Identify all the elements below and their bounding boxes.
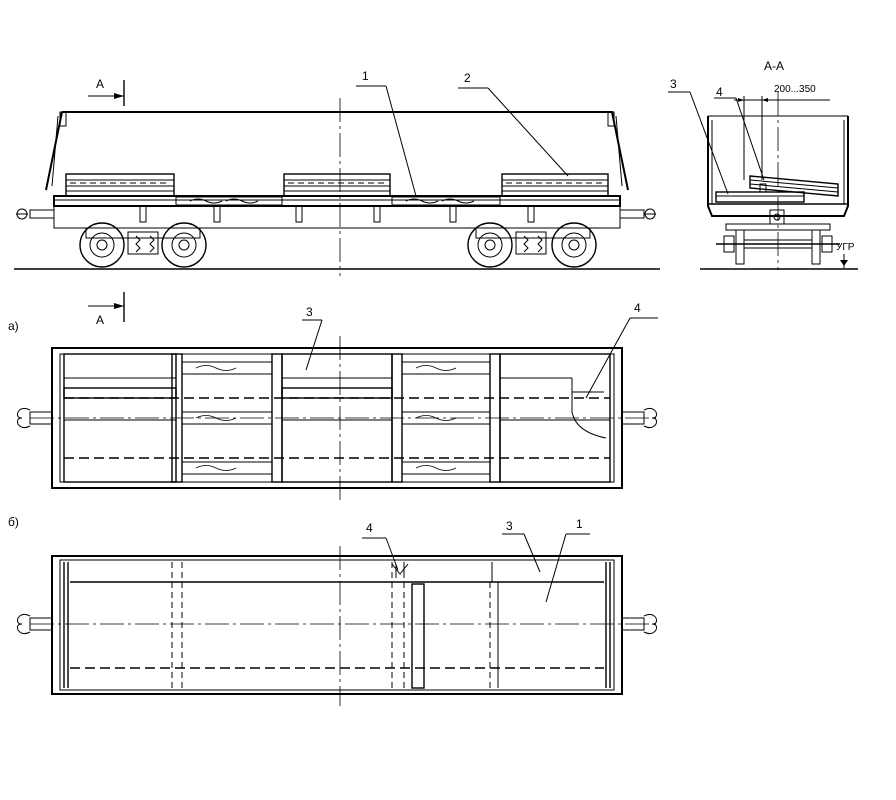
svg-text:1: 1 <box>576 517 583 531</box>
floor-beam <box>53 195 621 207</box>
plan-a-spacers <box>171 353 501 483</box>
side-view: А 1 2 <box>14 69 660 276</box>
section-callout-4: 4 <box>714 85 765 181</box>
cargo-stack-left <box>65 173 175 197</box>
end-post-left <box>51 115 59 187</box>
plan-b-coupler-right <box>621 613 657 635</box>
cargo-stack-middle <box>283 173 391 197</box>
plan-b-label: б) <box>8 515 19 529</box>
coupler-left <box>16 208 55 220</box>
sill-beam <box>53 205 621 229</box>
section-lower-stack <box>715 191 805 203</box>
svg-text:2: 2 <box>464 71 471 85</box>
section-view: А-А <box>668 59 858 270</box>
plan-a-callout-3: 3 <box>302 305 323 371</box>
corner-post-right <box>607 111 615 127</box>
section-arrow-bottom: А <box>88 292 125 327</box>
plan-a-tilted-stack <box>571 378 607 439</box>
plan-b-inner-frame <box>59 559 615 691</box>
spacer-pads <box>175 196 501 206</box>
svg-text:3: 3 <box>506 519 513 533</box>
section-wheelset <box>716 209 840 265</box>
section-letter-top: А <box>96 77 104 91</box>
stake-brackets <box>139 205 535 223</box>
plan-b-spacer <box>411 583 425 689</box>
svg-text:УГР: УГР <box>836 242 855 253</box>
bogie-left <box>79 222 207 268</box>
section-arrow-top: А <box>88 77 125 106</box>
svg-text:4: 4 <box>366 521 373 535</box>
plan-b-view: б) <box>8 515 660 706</box>
bogie-right <box>467 222 597 268</box>
level-mark: УГР <box>836 242 855 268</box>
plan-a-view: а) А <box>8 292 660 500</box>
plan-a-label: а) <box>8 319 19 333</box>
callout-2: 1 <box>356 69 417 197</box>
svg-text:3: 3 <box>306 305 313 319</box>
svg-text:4: 4 <box>716 85 723 99</box>
coupler-right <box>619 208 656 220</box>
plan-b-hidden-joints <box>171 562 491 688</box>
plan-a-package-left <box>63 353 177 483</box>
section-letter-bottom: А <box>96 313 104 327</box>
callout-1: 2 <box>458 71 569 177</box>
svg-text:1: 1 <box>362 69 369 83</box>
plan-a-callout-4: 4 <box>585 301 658 399</box>
plan-b-spacer-clip <box>391 563 409 578</box>
end-post-right <box>615 115 623 187</box>
plan-a-coupler-left <box>17 407 53 429</box>
plan-b-frame <box>51 555 623 695</box>
section-tilted-stack <box>749 175 839 197</box>
svg-text:200...350: 200...350 <box>774 84 816 95</box>
plan-b-coupler-left <box>17 613 53 635</box>
plan-a-coupler-right <box>621 407 657 429</box>
plan-b-callout-3: 3 <box>502 519 541 573</box>
plan-a-top-layer <box>63 377 610 459</box>
svg-text:4: 4 <box>634 301 641 315</box>
plan-b-callout-4: 4 <box>362 521 399 571</box>
dimension-200-350: 200...350 <box>734 84 830 180</box>
plan-b-callout-1: 1 <box>545 517 590 603</box>
svg-text:3: 3 <box>670 77 677 91</box>
car-body-outline <box>45 111 629 191</box>
cargo-stack-right <box>501 173 609 197</box>
section-title: А-А <box>764 59 784 73</box>
section-callout-3: 3 <box>668 77 729 195</box>
corner-post-left <box>59 111 67 127</box>
